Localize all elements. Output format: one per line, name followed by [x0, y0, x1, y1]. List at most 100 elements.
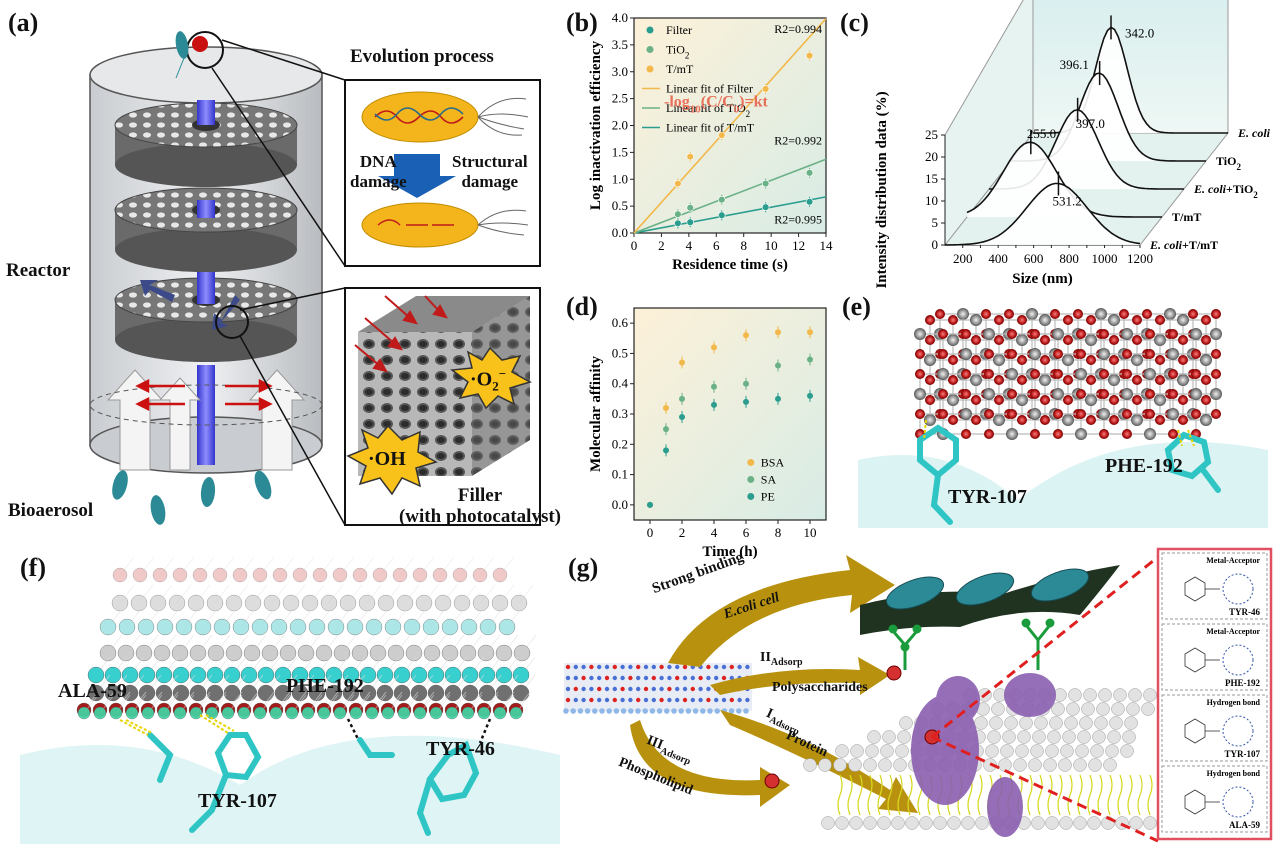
layer-atom [232, 618, 250, 636]
layer-atom [365, 618, 383, 636]
chart-c-series-label: TiO2 [1216, 154, 1241, 172]
lattice-atom [1030, 429, 1040, 439]
lattice-atom [1063, 335, 1073, 345]
layer-atom [495, 644, 513, 662]
layer-atom [251, 618, 269, 636]
lattice-atom [1029, 348, 1041, 360]
layer-atom [138, 666, 156, 684]
lattice-atom [1190, 328, 1202, 340]
chart-d-point [679, 395, 685, 402]
layer-atom [175, 618, 193, 636]
lipid-head [1059, 816, 1073, 830]
layer-atom [396, 594, 414, 612]
chart-d-point [663, 404, 669, 411]
lattice-atom [960, 408, 972, 420]
chart-c-series-label: T/mT [1172, 210, 1201, 224]
bioaerosol-bacteria [112, 470, 272, 525]
catalyst-sheet [563, 663, 752, 714]
layer-atom [272, 567, 288, 583]
lipid-head [961, 816, 975, 830]
lattice-atom [994, 335, 1004, 345]
chart-b-point [674, 179, 682, 188]
panel-f-label: (f) [20, 553, 46, 582]
lattice-atom [1132, 375, 1142, 385]
layer-atom [308, 666, 326, 684]
layer-atom [173, 706, 187, 720]
lattice-atom [1017, 415, 1027, 425]
lattice-atom [1108, 314, 1120, 326]
chart-d-point [743, 380, 749, 387]
sheet-atom [573, 686, 578, 692]
bioaerosol-label: Bioaerosol [8, 500, 94, 521]
chart-c-curve-fill [1033, 27, 1228, 133]
chart-b-legend-marker [646, 26, 654, 34]
sheet-atom [682, 697, 688, 703]
lipid-tail [857, 774, 863, 816]
lattice-atom [1144, 428, 1156, 440]
lattice-atom [1016, 394, 1028, 406]
lattice-atom [1168, 429, 1178, 439]
lattice-atom [1095, 308, 1107, 320]
lattice-atom [1167, 408, 1179, 420]
lipid-head [1113, 688, 1127, 702]
bacterium-icon [175, 31, 189, 79]
lipid-tail [837, 774, 843, 816]
lipid-head [882, 730, 896, 744]
chart-c-peak-label: 255.0 [1027, 126, 1056, 141]
chart-b-xtick-label: 14 [820, 238, 834, 253]
interaction-box [1161, 765, 1268, 833]
lipid-head [1000, 744, 1014, 758]
lattice-atom [1154, 394, 1166, 406]
sheet-atom [589, 675, 594, 681]
chart-b-xtick-label: 4 [686, 238, 693, 253]
sheet-atom [692, 708, 699, 714]
lattice-atom [1201, 315, 1211, 325]
lipid-head [975, 816, 989, 830]
binding-site-circle [1222, 644, 1254, 676]
lattice-atom [1109, 395, 1119, 405]
lattice-atom [983, 328, 995, 340]
lattice-atom [1086, 375, 1096, 385]
layer-atom [130, 594, 148, 612]
lattice-atom [994, 315, 1004, 325]
layer-atom [422, 618, 440, 636]
layer-atom [279, 644, 297, 662]
lipid-head [877, 816, 891, 830]
chart-c-xtick-label: 200 [953, 251, 973, 266]
layer-atom [252, 567, 268, 583]
lipid-head [835, 744, 849, 758]
layer-atom [263, 594, 281, 612]
layer-atom [461, 706, 475, 720]
lipid-tail [1047, 774, 1053, 816]
lipid-tail [1127, 774, 1133, 816]
lattice-atom [1007, 409, 1017, 419]
lipid-head [987, 730, 1001, 744]
sheet-atom [675, 675, 680, 681]
sheet-atom [620, 708, 627, 714]
lipid-head [865, 744, 879, 758]
layer-atom [189, 666, 207, 684]
lipid-head [998, 758, 1012, 772]
sheet-atom [706, 675, 711, 681]
lattice-atom [1211, 369, 1221, 379]
lattice-atom [1190, 388, 1202, 400]
lattice-atom [937, 368, 949, 380]
layer-atom [342, 684, 360, 702]
lattice-atom [1076, 349, 1086, 359]
sheet-atom [682, 686, 688, 692]
sheet-atom [581, 675, 586, 681]
lattice-atom [960, 348, 972, 360]
chart-d-legend-label: BSA [761, 455, 785, 469]
lipid-head [803, 758, 817, 772]
chart-c-series-label: E. coli [1237, 126, 1271, 140]
lattice-atom [948, 415, 958, 425]
lipid-head [1143, 688, 1157, 702]
layer-atom [410, 666, 428, 684]
chart-d-xlabel: Time (h) [702, 544, 757, 560]
layer-atom [495, 684, 513, 702]
lipid-head [919, 816, 933, 830]
chart-b-point [761, 85, 770, 93]
lattice-atom [925, 395, 935, 405]
sheet-atom [584, 708, 591, 714]
